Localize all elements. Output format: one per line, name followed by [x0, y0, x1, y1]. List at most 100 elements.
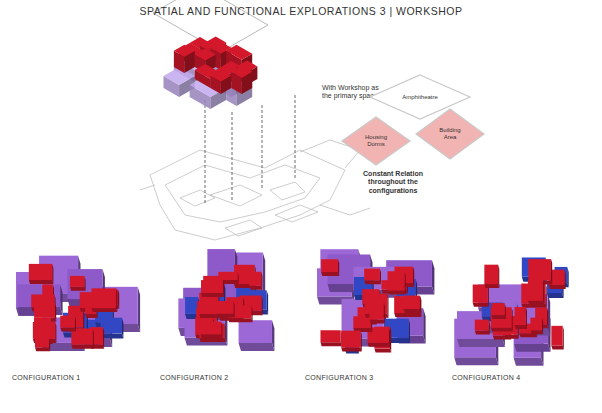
- block: [528, 259, 551, 280]
- block: [35, 339, 49, 348]
- block: [567, 267, 569, 287]
- block: [52, 264, 53, 284]
- block: [394, 296, 420, 313]
- block: [454, 357, 498, 365]
- title: SPATIAL AND FUNCTIONAL EXPLORATIONS 3 | …: [0, 5, 602, 17]
- diamond-outline: [416, 109, 484, 159]
- block: [364, 269, 380, 281]
- block: [70, 276, 84, 287]
- block: [565, 270, 566, 289]
- block: [118, 290, 119, 309]
- block: [514, 358, 544, 366]
- block: [185, 338, 228, 346]
- block: [551, 259, 552, 284]
- block: [272, 320, 274, 351]
- block: [420, 296, 421, 317]
- block: [542, 318, 543, 335]
- block: [369, 302, 383, 319]
- block: [85, 314, 98, 318]
- config-label: CONFIGURATION 1: [12, 374, 142, 382]
- block: [33, 322, 55, 339]
- block: [475, 331, 490, 335]
- block: [70, 287, 86, 291]
- block: [563, 326, 564, 350]
- block: [364, 280, 381, 284]
- block: [249, 272, 261, 286]
- block: [29, 264, 52, 280]
- block: [370, 320, 385, 324]
- node-text: Building Area: [435, 127, 465, 141]
- block: [239, 320, 272, 343]
- site-plan: [140, 140, 370, 240]
- block: [548, 294, 550, 335]
- block: [249, 286, 262, 290]
- block: [473, 303, 489, 307]
- node-text: Housing Dorms: [361, 134, 391, 148]
- block: [321, 259, 338, 272]
- block: [413, 267, 414, 288]
- diamond-outline: [342, 117, 410, 165]
- block: [528, 280, 543, 301]
- block: [226, 45, 252, 60]
- block: [432, 260, 434, 294]
- block: [93, 328, 94, 348]
- block: [321, 272, 339, 276]
- block: [526, 307, 527, 329]
- leader-dashes: [205, 95, 295, 205]
- block: [199, 314, 219, 318]
- block: [338, 259, 339, 276]
- block: [55, 322, 56, 343]
- block: [60, 284, 62, 315]
- block: [321, 342, 342, 346]
- block: [60, 316, 74, 328]
- block: [388, 271, 405, 290]
- block: [195, 48, 216, 60]
- node-text: Amphitheatre: [397, 94, 443, 101]
- block: [489, 320, 490, 335]
- block: [384, 302, 385, 323]
- block: [530, 318, 542, 331]
- block: [84, 276, 85, 291]
- block: [228, 318, 253, 322]
- block: [201, 280, 223, 293]
- block: [530, 330, 543, 334]
- block: [138, 287, 140, 332]
- block: [122, 318, 124, 339]
- annotation: Constant Relation throughout the configu…: [352, 170, 434, 195]
- block: [223, 280, 224, 297]
- block: [546, 284, 547, 308]
- relation-diamond: Housing Dorms: [342, 117, 410, 165]
- block: [405, 271, 406, 294]
- block: [551, 346, 564, 350]
- block: [267, 290, 269, 314]
- block: [75, 316, 76, 332]
- block: [341, 331, 360, 348]
- block: [374, 348, 391, 352]
- block: [515, 325, 528, 329]
- block: [505, 303, 506, 319]
- block: [404, 309, 421, 313]
- block: [491, 303, 504, 315]
- block: [390, 327, 391, 353]
- block: [320, 330, 340, 342]
- block: [551, 326, 562, 346]
- block: [353, 316, 371, 328]
- block: [420, 296, 421, 313]
- block: [262, 296, 263, 316]
- block: [103, 327, 104, 349]
- block: [515, 307, 526, 325]
- block: [201, 293, 224, 297]
- config-label: CONFIGURATION 4: [452, 374, 592, 382]
- block: [491, 328, 513, 332]
- block: [341, 348, 362, 352]
- block: [368, 343, 391, 347]
- block: [185, 297, 198, 314]
- block: [528, 301, 544, 305]
- block: [251, 306, 252, 323]
- block: [210, 69, 231, 81]
- block: [484, 284, 499, 288]
- block: [543, 280, 544, 305]
- block: [174, 45, 195, 57]
